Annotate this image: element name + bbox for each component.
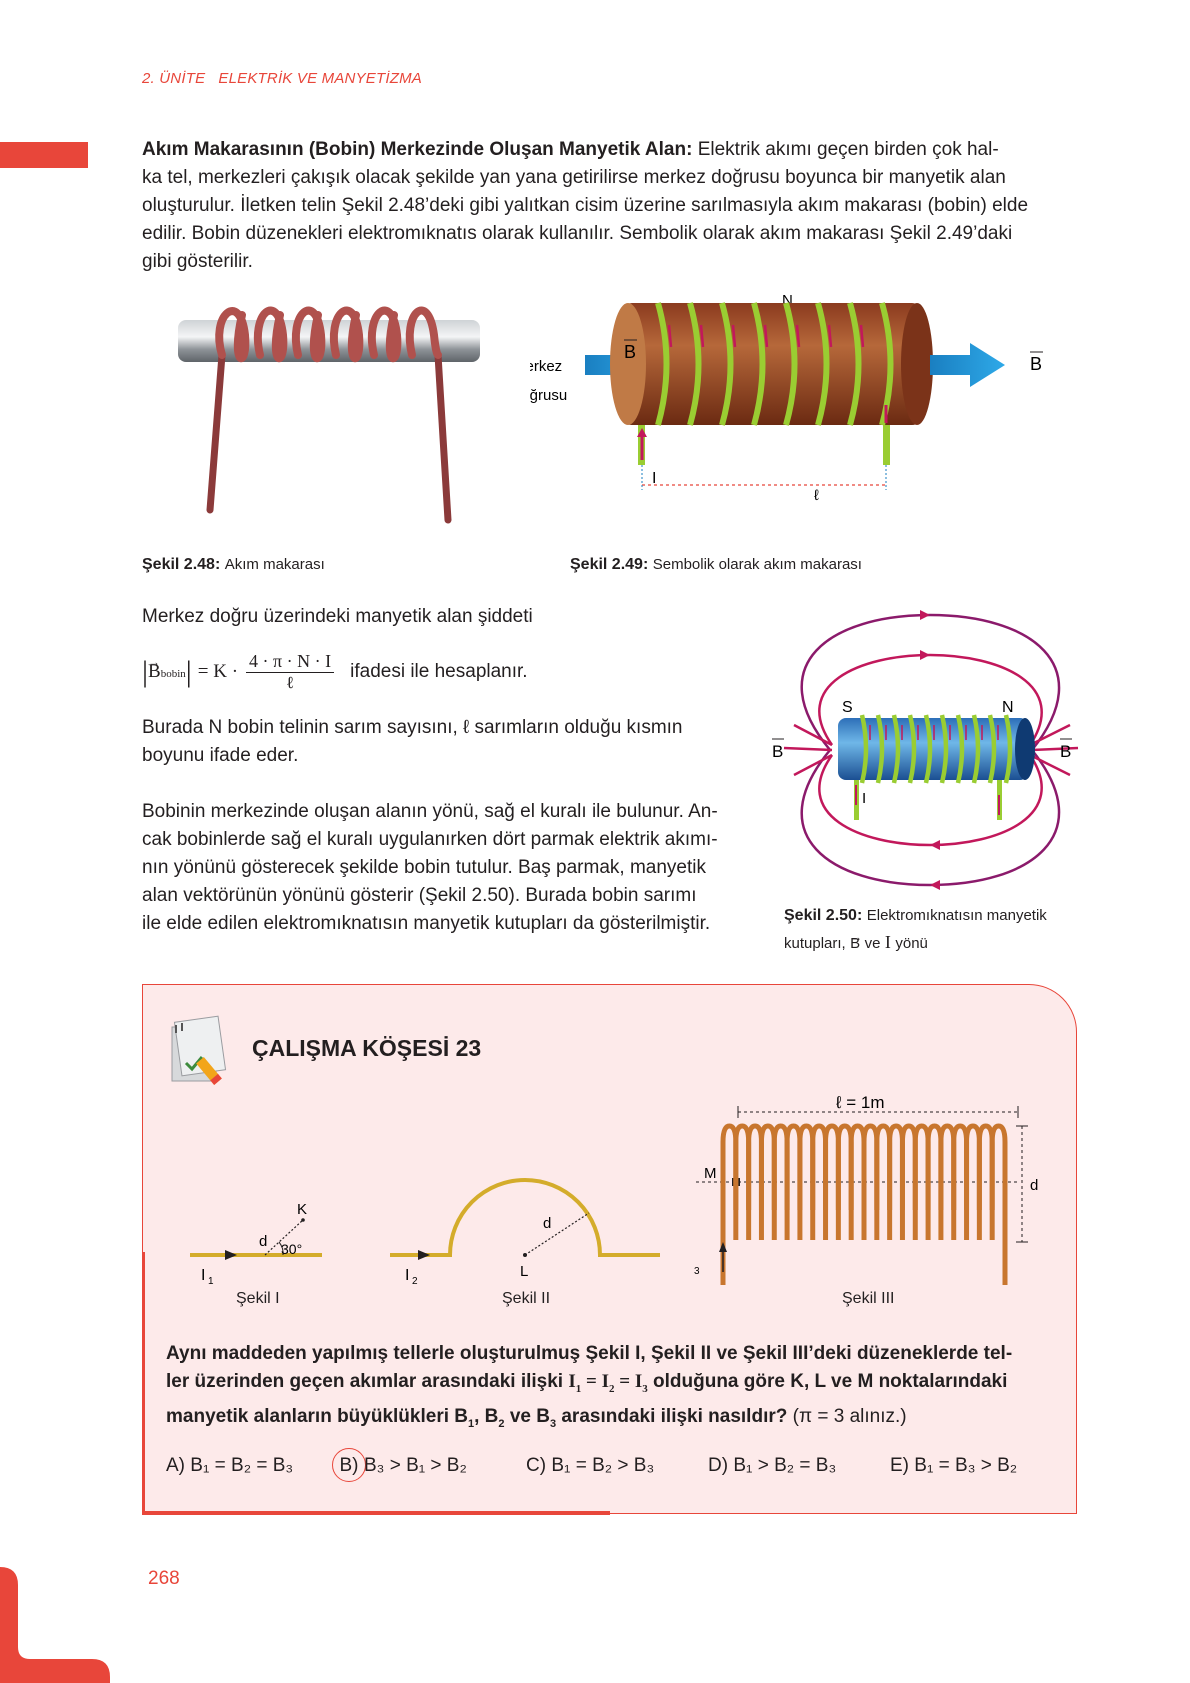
fig249-b-left: B [624,342,636,362]
study-question: Aynı maddeden yapılmış tellerle oluşturu… [166,1343,1013,1430]
study-figure-1: K d 30° I 1 [190,1201,322,1287]
fig2-current-sub: 2 [412,1276,418,1287]
intro-heading: Akım Makarasının (Bobin) Merkezinde Oluş… [142,139,693,160]
intro-line-2: ka tel, merkezleri çakışık olacak şekild… [142,167,1006,188]
paragraph-sarim: Burada N bobin telinin sarım sayısını, ℓ… [142,717,683,766]
fig249-dogrusu-label: doğrusu [530,387,567,404]
fig249-caption: Şekil 2.49: Sembolik olarak akım makaras… [570,556,862,573]
study-figure-3: ℓ = 1m d M I 3 [690,1093,1038,1285]
fig248-caption: Şekil 2.48: Akım makarası [142,556,325,573]
fig249-n-label: N [782,292,793,309]
figure-2-50-electromagnet: S N B B I [772,610,1079,890]
study-corner-title: ÇALIŞMA KÖŞESİ 23 [252,1035,482,1061]
fig250-b-left: B [772,742,783,761]
unit-label: 2. ÜNİTE [142,70,206,87]
option-b[interactable]: B)B₃ > B₁ > B₂ [332,1448,467,1482]
formula-fraction: 4 · π · N · I ℓ [246,651,335,693]
option-a[interactable]: A) B₁ = B₂ = B₃ [166,1455,294,1476]
study-figure-2: d L I 2 [390,1178,660,1287]
fig1-caption: Şekil I [236,1290,280,1307]
fig3-current-sub: 3 [694,1266,700,1277]
fig249-l-label: ℓ [814,487,819,504]
page-corner-tab [0,1567,110,1683]
formula-subscript: bobin [160,668,186,680]
intro-line-5: gibi gösterilir. [142,251,253,272]
section-tab [0,142,88,168]
fig250-caption: Şekil 2.50: Elektromıknatısın manyetik k… [784,907,1047,952]
fig3-current-label: I [690,1257,691,1274]
fig250-i-label: I [862,790,866,807]
coil-loop [989,1123,1008,1240]
fig3-caption: Şekil III [842,1290,895,1307]
formula-denominator: ℓ [286,673,295,692]
formula-numerator: 4 · π · N · I [246,651,335,673]
paragraph-right-hand-rule: Bobinin merkezinde oluşan alanın yönü, s… [142,801,718,934]
intro-line-4: edilir. Bobin düzenekleri elektromıknatı… [142,223,1013,244]
fig249-i-label: I [652,470,656,487]
study-corner-box [142,984,1077,1514]
fig249-merkez-label: Merkez [530,358,562,375]
option-b-circle-mark: B) [332,1448,366,1482]
fig250-b-right: B [1060,742,1071,761]
bobin-formula: | → Bbobin | = K · 4 · π · N · I ℓ ifade… [142,651,528,693]
fig2-l-label: L [520,1263,528,1280]
option-d[interactable]: D) B₁ > B₂ = B₃ [708,1455,837,1476]
fig249-b-right: B [1030,354,1042,374]
running-header: 2. ÜNİTE ELEKTRİK VE MANYETİZMA [142,70,422,87]
unit-title: ELEKTRİK VE MANYETİZMA [218,70,422,87]
intro-line-3: oluşturulur. İletken telin Şekil 2.48’de… [142,195,1029,216]
formula-suffix: ifadesi ile hesaplanır. [350,661,528,682]
fig3-d-label: d [1030,1177,1038,1194]
fig1-current-label: I [201,1267,205,1284]
fig3-m-label: M [704,1165,717,1182]
fig1-current-sub: 1 [208,1276,214,1287]
formula-b: B [148,661,161,682]
option-e[interactable]: E) B₁ = B₃ > B₂ [890,1455,1018,1476]
intro-line-1: Elektrik akımı geçen birden çok hal- [692,139,999,160]
box-left-accent [142,1252,145,1514]
fig1-k-label: K [297,1201,307,1218]
fig250-n-label: N [1002,699,1014,716]
page-number: 268 [148,1568,180,1589]
fig1-d-label: d [259,1233,267,1250]
formula-eq: = K · [197,661,239,682]
option-c[interactable]: C) B₁ = B₂ > B₃ [526,1455,655,1476]
figure-2-49-symbolic-coil: N Merkez doğrusu B B I ℓ [530,292,1043,504]
fig2-caption: Şekil II [502,1290,551,1307]
formula-intro: Merkez doğru üzerindeki manyetik alan şi… [142,606,533,627]
fig1-angle-label: 30° [281,1241,302,1257]
notebook-pencil-icon [171,1015,227,1085]
fig2-d-label: d [543,1215,551,1232]
figure-2-48-coil-illustration [178,306,480,524]
fig250-s-label: S [842,699,853,716]
box-bottom-accent [142,1511,610,1515]
intro-paragraph: Akım Makarasının (Bobin) Merkezinde Oluş… [142,136,1057,276]
fig3-length-label: ℓ = 1m [835,1093,885,1112]
fig2-current-label: I [405,1267,409,1284]
